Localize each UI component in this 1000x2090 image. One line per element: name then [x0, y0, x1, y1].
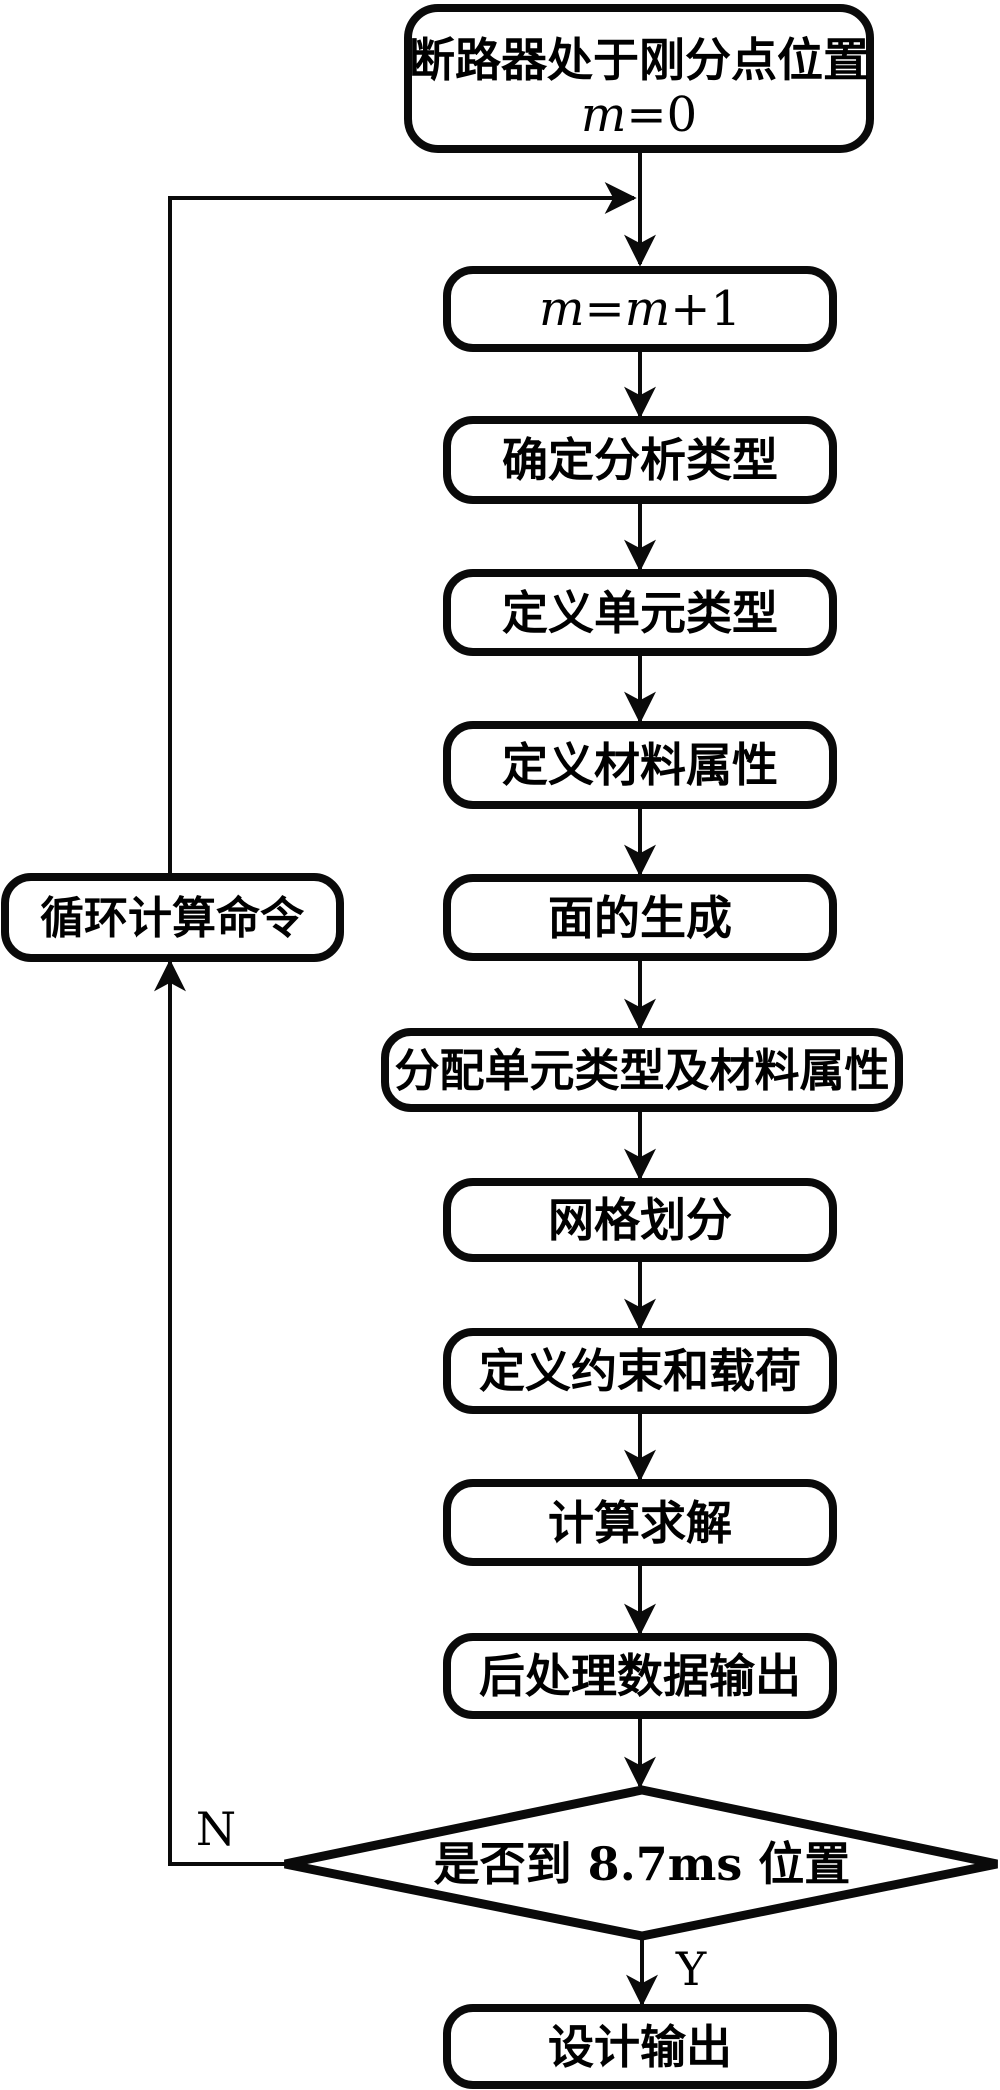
node-assign-type-material — [381, 1028, 903, 1112]
node-decision — [284, 1785, 998, 1941]
node-increment — [443, 266, 837, 352]
node-mesh-label: 网格划分 — [548, 1193, 732, 1247]
branch-label-yes: Y — [675, 1942, 707, 1996]
node-mesh — [443, 1178, 837, 1262]
node-define-constraints-loads — [443, 1328, 837, 1414]
node-surface-generation-label: 面的生成 — [548, 891, 732, 945]
node-define-material-label: 定义材料属性 — [502, 738, 778, 792]
node-increment-formula: m=m+1 — [539, 281, 741, 337]
node-define-constraints-loads-label: 定义约束和载荷 — [479, 1344, 801, 1398]
node-assign-type-material-label: 分配单元类型及材料属性 — [394, 1044, 889, 1097]
node-start — [404, 4, 874, 153]
node-solve-label: 计算求解 — [548, 1496, 732, 1550]
node-postprocess-output-label: 后处理数据输出 — [479, 1649, 801, 1703]
node-solve — [443, 1479, 837, 1566]
node-loop-command — [1, 873, 344, 962]
node-define-analysis — [443, 416, 837, 504]
node-define-element-type-label: 定义单元类型 — [502, 586, 778, 640]
decision-no-line — [154, 959, 285, 1866]
loop-return-line — [168, 182, 637, 877]
node-start-formula: m=0 — [581, 87, 697, 143]
node-start-label: 断路器处于刚分点位置 — [409, 33, 869, 87]
node-define-material — [443, 721, 837, 809]
node-define-element-type — [443, 569, 837, 656]
node-define-analysis-label: 确定分析类型 — [502, 433, 778, 487]
node-loop-command-label: 循环计算命令 — [40, 893, 305, 944]
node-design-output-label: 设计输出 — [548, 2020, 732, 2074]
node-postprocess-output — [443, 1633, 837, 1719]
branch-label-no: N — [196, 1802, 236, 1856]
node-surface-generation — [443, 874, 837, 961]
node-decision-label: 是否到 8.7ms 位置 — [434, 1837, 851, 1891]
node-design-output — [443, 2004, 837, 2089]
